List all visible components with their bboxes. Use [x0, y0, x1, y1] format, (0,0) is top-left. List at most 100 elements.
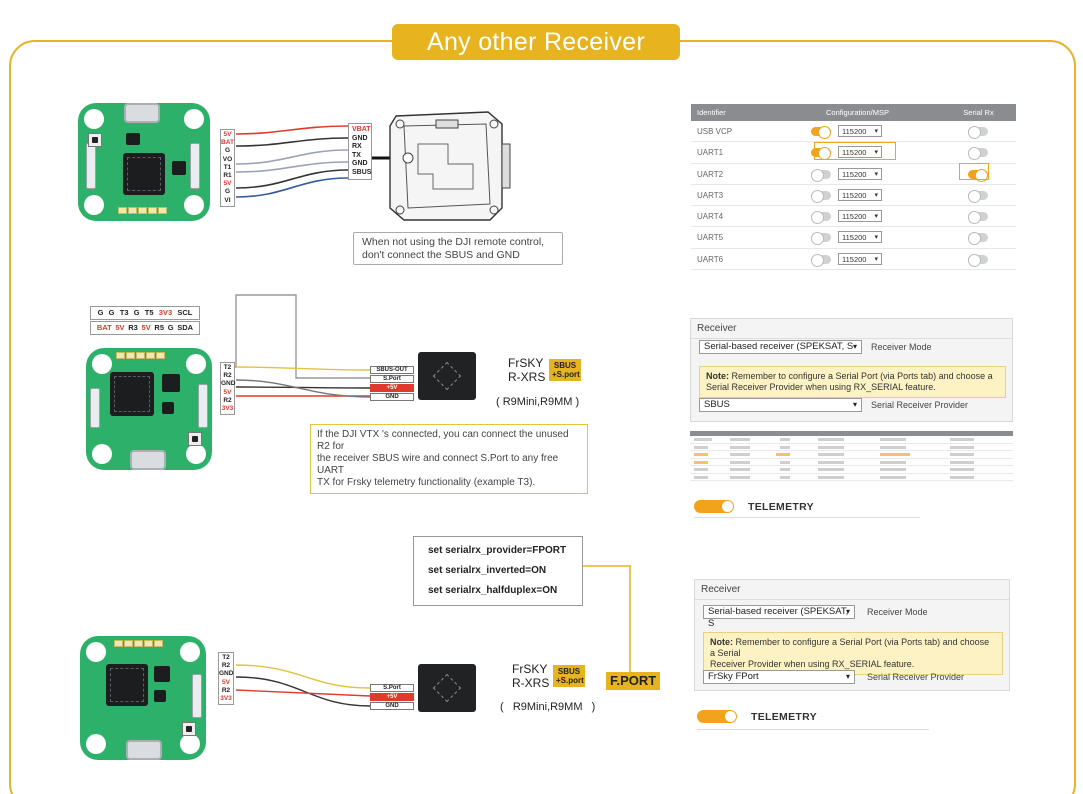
telemetry-row-1: TELEMETRY — [694, 496, 920, 518]
serial-rx-toggle[interactable] — [968, 126, 988, 139]
baud-select[interactable]: 115200 — [838, 252, 882, 265]
cli-line: set serialrx_halfduplex=ON — [428, 585, 558, 596]
msp-toggle[interactable] — [811, 232, 831, 246]
serial-rx-toggle[interactable] — [968, 189, 988, 203]
telemetry-label: TELEMETRY — [748, 500, 814, 513]
serial-provider-select[interactable]: SBUS▾ — [699, 398, 862, 412]
pin-label: R5 — [154, 323, 165, 332]
section1-note: When not using the DJI remote control, d… — [353, 232, 563, 265]
fc3-side-pins: T2 R2 GND 5V R2 3V3 — [218, 652, 234, 706]
chevron-down-icon: ▾ — [845, 672, 850, 681]
select-value: Serial-based receiver (SPEKSAT, S — [704, 341, 854, 352]
serial-rx-toggle[interactable] — [968, 168, 988, 182]
baud-select[interactable]: 115200 — [838, 210, 882, 223]
port-identifier: UART4 — [697, 212, 724, 222]
pin-label: 5V — [115, 323, 125, 332]
note-bold: Note: — [706, 371, 729, 381]
cli-line: set serialrx_provider=FPORT — [428, 545, 567, 556]
telemetry-label: TELEMETRY — [751, 710, 817, 723]
msp-toggle[interactable] — [811, 126, 831, 139]
pin-label: +5V — [370, 693, 414, 701]
baud-select[interactable]: 115200 — [838, 231, 882, 244]
baud-select[interactable]: 115200 — [838, 125, 882, 137]
note-line: If the DJI VTX 's connected, you can con… — [317, 429, 569, 452]
serial-rx-toggle[interactable] — [968, 232, 988, 246]
flight-controller-board-2 — [86, 348, 212, 470]
serial-provider-label: Serial Receiver Provider — [871, 400, 969, 410]
serial-provider-select[interactable]: FrSky FPort ▾ — [703, 670, 855, 684]
serial-rx-toggle[interactable] — [968, 147, 988, 161]
cli-commands: set serialrx_provider=FPORT set serialrx… — [413, 536, 583, 606]
msp-toggle[interactable] — [811, 211, 831, 225]
receiver-mode-select[interactable]: Serial-based receiver (SPEKSAT, S▾ — [703, 605, 855, 629]
flight-controller-board-3 — [80, 636, 206, 760]
column-header: Identifier — [697, 108, 726, 117]
pin-label: G — [224, 147, 231, 155]
ports-table: Identifier Configuration/MSP Serial Rx U… — [691, 104, 1016, 271]
msp-toggle[interactable] — [811, 189, 831, 203]
rx3-name: FrSKY R-XRS — [512, 662, 549, 690]
pin-label: S.Port — [370, 375, 414, 383]
pin-label: SCL — [177, 308, 193, 317]
pin-label: G — [133, 308, 140, 317]
serial-rx-cell — [942, 249, 1015, 269]
msp-toggle[interactable] — [811, 253, 831, 267]
pin-label: T2 — [223, 364, 232, 371]
serial-provider-label: Serial Receiver Provider — [867, 672, 965, 682]
chevron-down-icon: ▾ — [852, 342, 857, 351]
pin-label: R3 — [128, 323, 138, 332]
msp-cell: 115200 — [773, 121, 942, 141]
pin-label: 5V — [141, 323, 151, 332]
pin-label: GND — [370, 702, 414, 710]
telemetry-row-2: TELEMETRY — [697, 704, 929, 730]
msp-cell: 115200 — [773, 206, 942, 226]
baud-select[interactable]: 115200 — [838, 167, 882, 180]
receiver-brand: FrSKY — [508, 356, 544, 370]
rx3-protocol-badge: SBUS +S.port — [553, 665, 585, 687]
telemetry-toggle[interactable] — [694, 500, 734, 513]
select-value: FrSky FPort — [708, 671, 759, 682]
fport-label: F.PORT — [606, 672, 661, 690]
msp-cell: 115200 — [773, 227, 942, 247]
ports-table-row: UART4 115200 — [691, 206, 1016, 228]
serial-rx-toggle[interactable] — [968, 253, 988, 267]
badge-line: SBUS — [557, 667, 581, 676]
rx2-name: FrSKY R-XRS — [508, 356, 545, 384]
pin-label: GND — [219, 670, 234, 678]
ports-table-header: Identifier Configuration/MSP Serial Rx — [691, 104, 1016, 121]
receiver-brand: FrSKY — [512, 662, 548, 676]
uart1-highlight — [814, 142, 896, 160]
pin-label: 5V — [222, 678, 230, 686]
pin-label: R2 — [223, 372, 232, 380]
receiver-mode-select[interactable]: Serial-based receiver (SPEKSAT, S▾ — [699, 340, 862, 354]
note-line: Remember to configure a Serial Port (via… — [729, 371, 993, 381]
serial-rx-toggle[interactable] — [968, 211, 988, 225]
badge-line: SBUS — [553, 361, 577, 370]
serial-rx-cell — [942, 185, 1015, 205]
column-header: Serial Rx — [963, 108, 994, 117]
serial-rx-cell — [942, 121, 1015, 141]
pin-label: R2 — [221, 662, 231, 670]
baud-select[interactable]: 115200 — [838, 188, 882, 201]
receiver-mode-label: Receiver Mode — [871, 342, 932, 352]
port-identifier: UART3 — [697, 190, 724, 200]
pin-label: SDA — [177, 323, 194, 332]
baud-select[interactable]: 115200 — [838, 146, 882, 159]
pin-label: T3 — [119, 308, 129, 317]
msp-toggle[interactable] — [811, 168, 831, 182]
chevron-down-icon: ▾ — [845, 607, 850, 616]
ports-table-thumbnail — [690, 431, 1013, 487]
telemetry-toggle[interactable] — [697, 710, 737, 723]
note-line: Remember to configure a Serial Port (via… — [710, 637, 990, 658]
msp-cell: 115200 — [773, 249, 942, 269]
pin-label: VO — [222, 155, 233, 163]
note-bold: Note: — [710, 637, 733, 647]
uart2-rx-highlight — [959, 163, 989, 180]
note-line: Serial Receiver Provider when using RX_S… — [706, 382, 936, 392]
pin-label: 3V3 — [158, 308, 173, 317]
